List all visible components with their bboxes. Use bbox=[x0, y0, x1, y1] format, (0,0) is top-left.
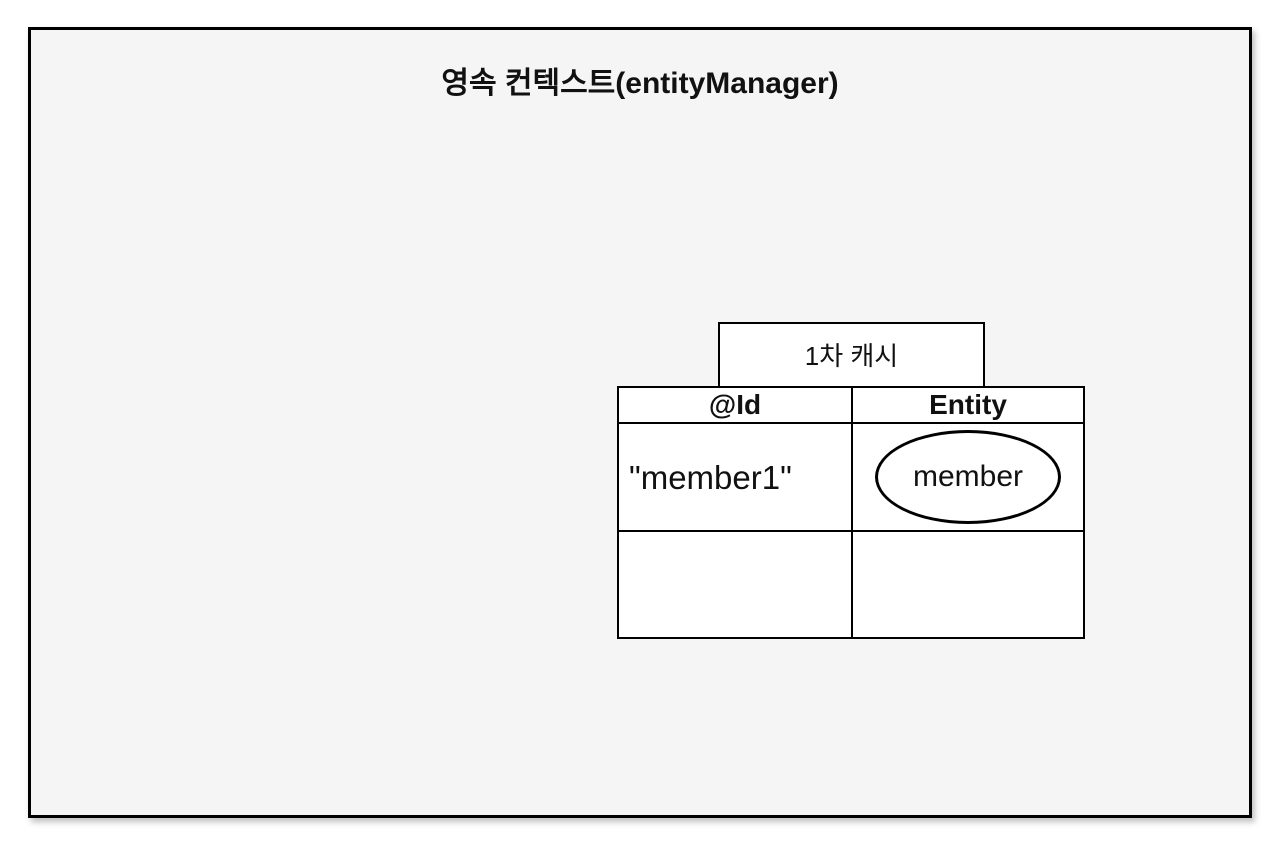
first-level-cache-table: @Id Entity "member1" member bbox=[617, 386, 1085, 639]
persistence-context-title: 영속 컨텍스트(entityManager) bbox=[441, 67, 839, 100]
table-cell-id-row2 bbox=[619, 530, 851, 637]
member-entity-label: member bbox=[912, 460, 1024, 493]
first-level-cache-label: 1차 캐시 bbox=[804, 341, 899, 371]
table-header-id: @Id bbox=[708, 389, 762, 420]
table-cell-entity-row1: member bbox=[851, 422, 1083, 530]
table-header-entity: Entity bbox=[851, 388, 1083, 422]
persistence-context-box: 영속 컨텍스트(entityManager) 1차 캐시 @Id Entity … bbox=[28, 27, 1252, 818]
table-cell-id-row1: "member1" bbox=[619, 422, 851, 530]
table-cell-entity-row2 bbox=[851, 530, 1083, 637]
first-level-cache-label-box: 1차 캐시 bbox=[718, 322, 985, 388]
member-entity-ellipse: member bbox=[875, 430, 1061, 524]
